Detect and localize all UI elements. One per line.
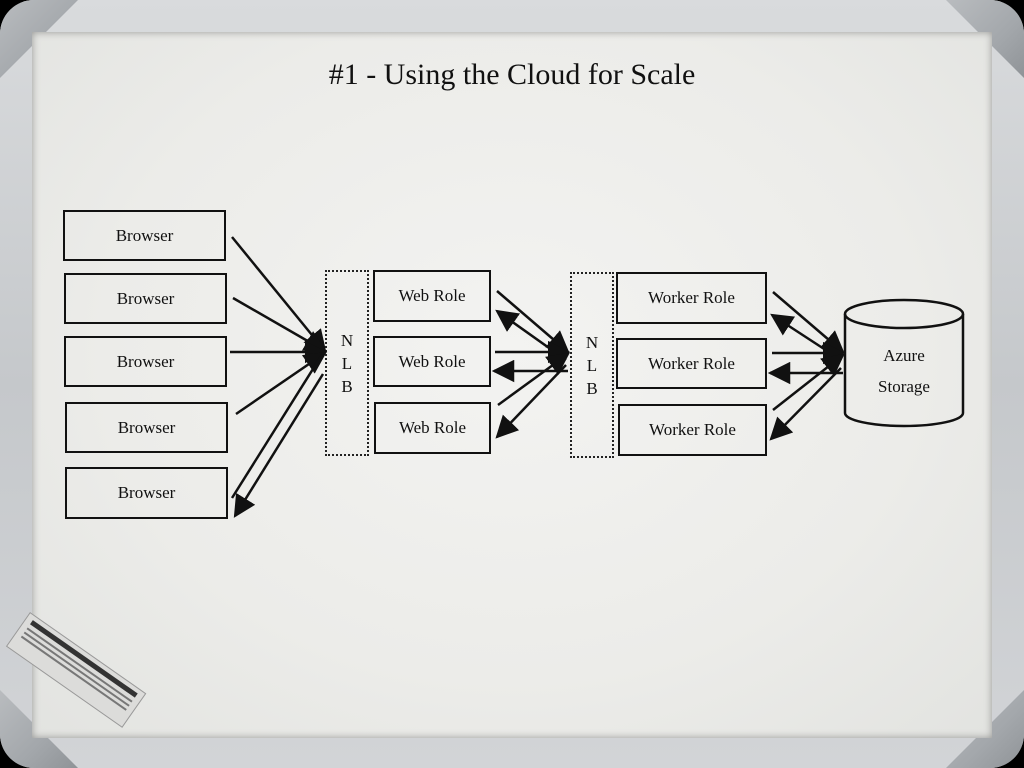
browser-box: Browser [64, 273, 227, 324]
storage-label: Azure Storage [846, 340, 962, 402]
web-role-box: Web Role [374, 402, 491, 454]
browser-label: Browser [116, 351, 175, 371]
arrow [235, 351, 327, 416]
web-role-label: Web Role [398, 286, 466, 305]
arrow [231, 236, 327, 353]
nlb-letter: N [585, 332, 599, 352]
nlb-letter: L [586, 355, 598, 375]
worker-role-label: Worker Role [648, 288, 735, 307]
nlb-letter: N [340, 330, 354, 350]
browser-label: Browser [117, 483, 176, 502]
web-role-box: Web Role [373, 270, 491, 322]
nlb-letter: B [586, 378, 598, 398]
web-role-label: Web Role [398, 418, 467, 437]
arrow [232, 296, 327, 353]
browser-label: Browser [116, 288, 175, 308]
browser-box: Browser [65, 402, 228, 453]
arrow [772, 353, 845, 411]
nlb-letter: L [341, 353, 353, 373]
browser-label: Browser [115, 225, 174, 245]
arrow [769, 367, 842, 441]
browser-box: Browser [65, 467, 228, 519]
storage-label-line: Storage [878, 377, 930, 396]
web-role-label: Web Role [398, 351, 466, 371]
web-role-box: Web Role [373, 336, 491, 387]
arrow [230, 352, 325, 499]
arrow [496, 290, 570, 354]
browser-box: Browser [63, 210, 226, 261]
browser-box: Browser [64, 336, 227, 387]
storage-label-line: Azure [883, 346, 925, 365]
worker-role-label: Worker Role [649, 420, 736, 439]
worker-role-box: Worker Role [616, 338, 767, 389]
load-balancer-2: N L B [570, 272, 614, 458]
arrow [497, 352, 570, 407]
azure-storage-cylinder [843, 298, 965, 428]
nlb-letter: B [341, 376, 353, 396]
worker-role-label: Worker Role [648, 353, 735, 373]
arrow [233, 373, 325, 518]
worker-role-box: Worker Role [618, 404, 767, 456]
worker-role-box: Worker Role [616, 272, 767, 324]
page-title: #1 - Using the Cloud for Scale [328, 58, 696, 91]
browser-label: Browser [117, 417, 176, 437]
arrow [495, 364, 567, 439]
